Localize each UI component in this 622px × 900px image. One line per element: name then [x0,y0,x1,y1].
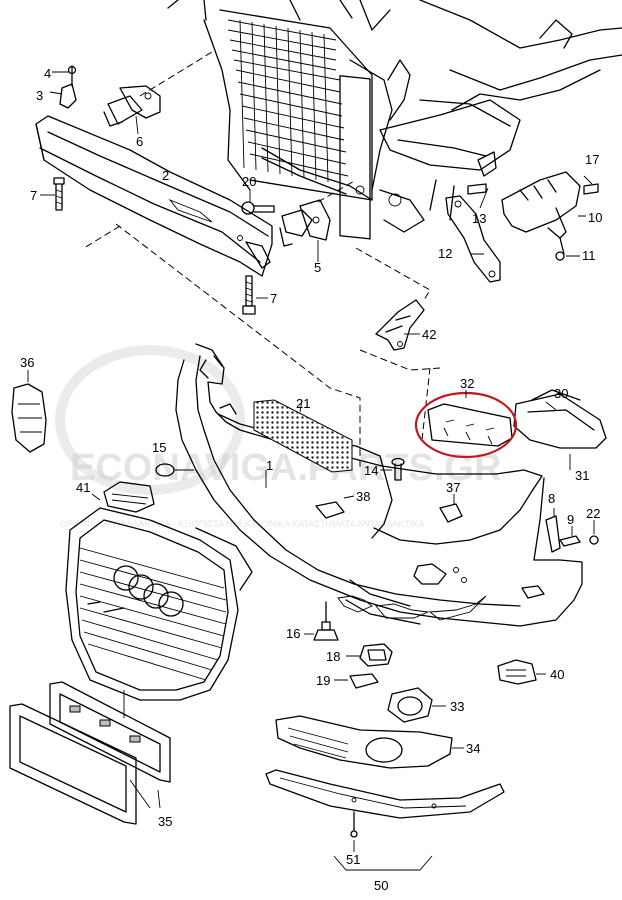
watermark-main: ECONAVIGA.PARTS.GR [70,447,501,489]
corner-trim-30-31 [513,389,607,470]
callout-40: 40 [550,667,564,682]
fender-headlight-area [379,0,622,221]
callout-31: 31 [575,468,589,483]
mounting-bracket-42 [375,299,425,351]
callout-1: 1 [266,458,273,473]
watermark-sub: ΟΡΙΓΙΝΑΛ ΑΝΤΑΛΛΑΚΤΙΚΑ · ΑΞΙΟΠΙΣΤΑ ΗΛΕΚΤΡ… [60,519,424,529]
callout-34: 34 [466,741,480,756]
foam-strip-21 [253,399,353,473]
callout-10: 10 [588,210,602,225]
licence-plate-holder-35 [9,681,171,825]
callout-4: 4 [44,66,51,81]
callout-7a: 7 [30,188,37,203]
callout-50: 50 [374,878,388,893]
callout-3: 3 [36,88,43,103]
callout-6: 6 [136,134,143,149]
callout-11: 11 [582,248,596,263]
callout-labels: 1 2 3 4 5 6 7 7 8 9 10 11 12 13 14 15 16… [20,66,602,893]
callout-21: 21 [296,396,310,411]
air-guide-36 [11,370,47,453]
callout-2: 2 [162,168,169,183]
clip-37 [439,494,463,523]
callout-8: 8 [548,491,555,506]
callout-19: 19 [316,673,330,688]
guide-bracket-right [445,171,599,283]
bolt-7-lower [242,275,268,315]
callout-32: 32 [460,376,474,391]
callout-38: 38 [356,489,370,504]
bumper-cover [175,343,583,627]
cover-40 [497,659,546,685]
bolt-7-upper [40,177,65,211]
callout-42: 42 [422,327,436,342]
bracket-8-9-22 [545,508,599,553]
fog-light-ring-33 [387,687,446,723]
callout-37: 37 [446,480,460,495]
callout-15: 15 [152,440,166,455]
covers-18-19 [334,643,393,689]
callout-13: 13 [472,211,486,226]
crash-box-bracket-right [241,190,331,262]
callout-22: 22 [586,506,600,521]
callout-5: 5 [314,260,321,275]
callout-35: 35 [158,814,172,829]
callout-17: 17 [585,152,599,167]
callout-20: 20 [242,174,256,189]
callout-41: 41 [76,480,90,495]
dashed-leaders-top [83,51,441,470]
grommet-16 [304,601,339,641]
callout-36: 36 [20,355,34,370]
callout-9: 9 [567,512,574,527]
screw-14 [380,457,405,481]
spoiler-lip-50 [265,769,505,871]
plug-15 [155,463,194,477]
callout-18: 18 [326,649,340,664]
callout-16: 16 [286,626,300,641]
watermark: ECONAVIGA.PARTS.GR ΟΡΙΓΙΝΑΛ ΑΝΤΑΛΛΑΚΤΙΚΑ… [55,345,501,529]
radiator-carrier [167,0,425,240]
callout-30: 30 [554,386,568,401]
callout-51: 51 [346,852,360,867]
callout-14: 14 [364,463,378,478]
impact-bar [35,115,273,277]
radiator-grille-41 [65,481,253,718]
bracket-38 [315,495,355,519]
grille-bracket-32 [414,390,518,459]
callout-12: 12 [438,246,452,261]
callout-7b: 7 [270,291,277,306]
callout-33: 33 [450,699,464,714]
crash-box-bracket-left [49,65,161,135]
side-grille-34 [275,715,464,769]
